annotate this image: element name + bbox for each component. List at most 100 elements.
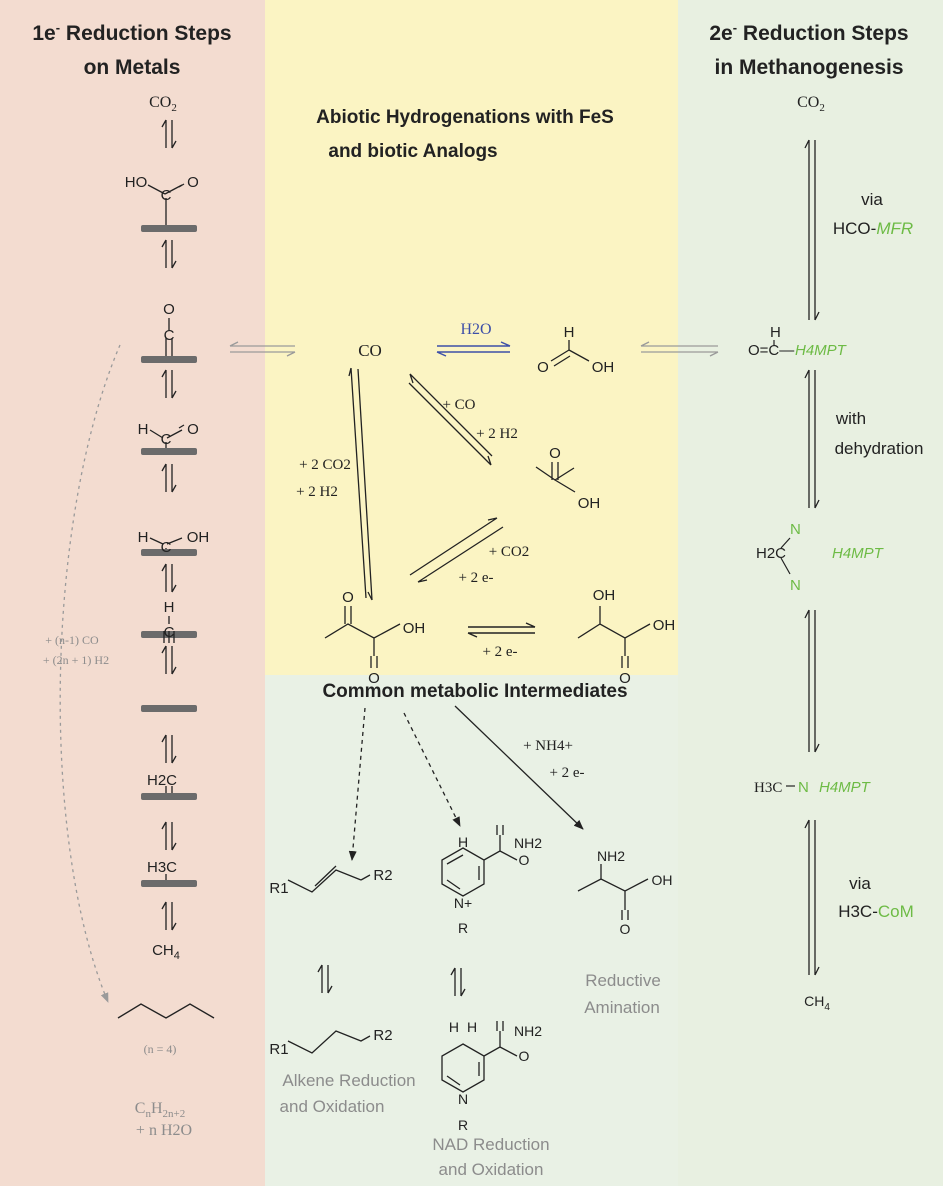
svg-text:+ (n-1) CO: + (n-1) CO [45, 633, 99, 647]
svg-text:1e- Reduction Steps: 1e- Reduction Steps [32, 20, 231, 45]
svg-text:O: O [519, 1048, 530, 1064]
svg-text:+ 2 e-: + 2 e- [549, 765, 584, 781]
svg-text:in Methanogenesis: in Methanogenesis [714, 56, 903, 79]
surface-bonds [147, 183, 185, 880]
svg-text:+ 2 CO2: + 2 CO2 [299, 457, 351, 473]
via-mfr-label: via HCO-MFR [833, 190, 913, 238]
left-co2: CO2 [149, 94, 177, 114]
right-panel [678, 0, 943, 1186]
right-co2: CO2 [797, 94, 825, 114]
svg-text:N: N [458, 1091, 468, 1107]
svg-text:NH2: NH2 [514, 835, 542, 851]
svg-text:and biotic Analogs: and biotic Analogs [328, 141, 497, 162]
via-com-label: via H3C-CoM [838, 874, 914, 921]
amination-reagents: + NH4+ + 2 e- [523, 738, 584, 781]
alkane-labels: (n = 4) CnH2n+2 + n H2O [135, 1042, 192, 1139]
left-title: 1e- Reduction Steps on Metals [32, 20, 231, 79]
svg-text:N: N [790, 577, 801, 594]
svg-text:with: with [835, 409, 866, 428]
acetic-acid-atoms: O OH [549, 445, 600, 512]
svg-text:R: R [458, 1117, 468, 1133]
pyruvate-atoms: O OH O [342, 589, 425, 687]
svg-text:H4MPT: H4MPT [819, 779, 872, 796]
side-link-arrows [229, 341, 719, 357]
downward-arrows [348, 705, 584, 861]
svg-text:H: H [138, 529, 149, 546]
svg-text:O: O [368, 670, 380, 687]
lactate-bonds [577, 606, 651, 668]
svg-text:N: N [798, 779, 809, 796]
methyl-h4mpt: H3C N H4MPT [754, 779, 872, 796]
svg-text:OH: OH [593, 587, 616, 604]
acetic-acid-bonds [535, 462, 576, 493]
bottom-panel [265, 675, 678, 1186]
svg-text:+ 2 e-: + 2 e- [458, 570, 493, 586]
svg-text:H3C: H3C [754, 780, 782, 796]
svg-text:H3C: H3C [147, 859, 177, 876]
svg-text:HCO-MFR: HCO-MFR [833, 219, 913, 238]
formic-acid-bonds [550, 340, 590, 367]
left-species: HO O C O C H O C H OH C H C H2C H3C CH4 [125, 174, 210, 962]
svg-text:H: H [138, 421, 149, 438]
svg-text:R1: R1 [269, 1041, 288, 1058]
svg-text:+ CO: + CO [442, 397, 475, 413]
nad-reduced-ring [441, 1021, 518, 1093]
svg-text:and Oxidation: and Oxidation [280, 1097, 385, 1116]
with-dehydration-label: with dehydration [835, 409, 924, 458]
svg-text:C: C [161, 431, 172, 448]
svg-text:H3C-CoM: H3C-CoM [838, 902, 914, 921]
right-ch4: CH4 [804, 993, 830, 1013]
alkane-atoms: R1 R2 [269, 1027, 392, 1058]
alkene-atoms: R1 R2 [269, 867, 392, 897]
left-equilibrium-arrows [161, 119, 177, 931]
pyruvate-to-lactate-label: + 2 e- [482, 644, 517, 660]
svg-text:NAD Reduction: NAD Reduction [432, 1135, 549, 1154]
svg-text:H: H [770, 324, 781, 341]
svg-text:OH: OH [578, 495, 601, 512]
formyl-h4mpt: O=C— H H4MPT [748, 324, 848, 359]
svg-text:H: H [164, 599, 175, 616]
methenyl-h4mpt: N H2C N H4MPT [756, 521, 885, 594]
svg-text:via: via [849, 874, 871, 893]
middle-title: Abiotic Hydrogenations with FeS and biot… [316, 107, 614, 162]
bottom-title: Common metabolic Intermediates [322, 681, 627, 702]
pyruvate-to-acetic-arrows [409, 517, 504, 583]
right-title: 2e- Reduction Steps in Methanogenesis [709, 20, 908, 79]
svg-text:O: O [163, 301, 175, 318]
svg-text:R: R [458, 920, 468, 936]
svg-text:N: N [790, 521, 801, 538]
svg-text:HO: HO [125, 174, 148, 191]
nad-oxidized-ring [441, 825, 518, 897]
svg-text:O: O [537, 359, 549, 376]
svg-text:C: C [161, 539, 172, 556]
svg-text:and Oxidation: and Oxidation [439, 1160, 544, 1179]
svg-text:O: O [619, 670, 631, 687]
svg-text:on Metals: on Metals [84, 56, 181, 79]
alanine-atoms: NH2 OH O [597, 848, 673, 937]
left-panel [0, 0, 265, 1186]
svg-text:O: O [187, 421, 199, 438]
co-to-pyruvate-labels: + 2 CO2 + 2 H2 [296, 457, 351, 500]
svg-text:+ NH4+: + NH4+ [523, 738, 573, 754]
svg-text:C: C [164, 327, 175, 344]
svg-text:+ 2 H2: + 2 H2 [296, 484, 338, 500]
svg-text:OH: OH [592, 359, 615, 376]
svg-text:O=C—: O=C— [748, 342, 794, 359]
svg-text:N+: N+ [454, 895, 472, 911]
alanine-bonds [577, 864, 649, 920]
svg-text:H: H [458, 834, 468, 850]
svg-text:Reductive: Reductive [585, 971, 661, 990]
svg-text:+ (2n + 1) H2: + (2n + 1) H2 [43, 653, 109, 667]
svg-text:O: O [187, 174, 199, 191]
svg-text:H2C: H2C [756, 545, 786, 562]
svg-text:H4MPT: H4MPT [832, 545, 885, 562]
svg-text:Amination: Amination [584, 998, 660, 1017]
svg-text:R1: R1 [269, 880, 288, 897]
svg-text:H2C: H2C [147, 772, 177, 789]
water-equilibrium-arrows [436, 341, 511, 357]
svg-text:C: C [161, 187, 172, 204]
alkene-bonds [287, 865, 371, 893]
svg-text:HH: HH [449, 1019, 477, 1035]
svg-text:OH: OH [652, 872, 673, 888]
